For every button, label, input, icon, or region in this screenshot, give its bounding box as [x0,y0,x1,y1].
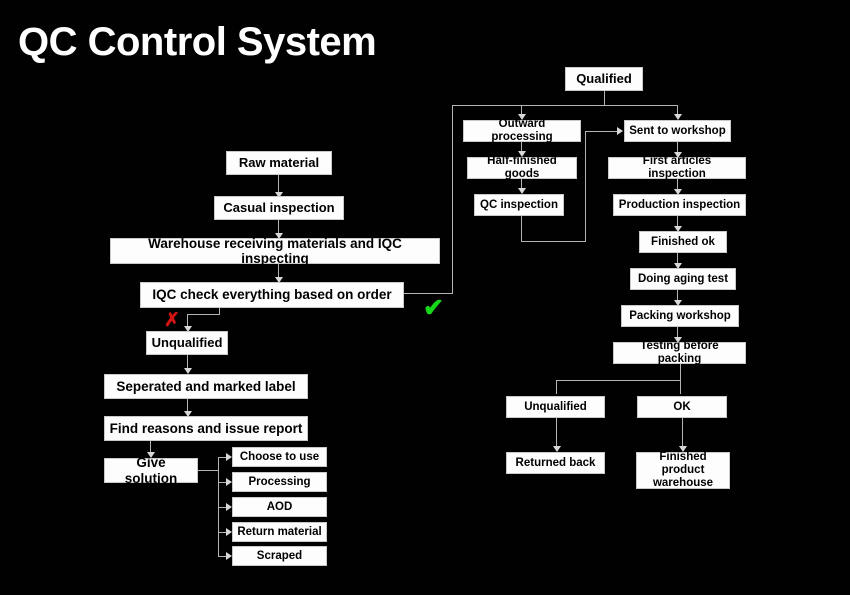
node-qc-inspection[interactable]: QC inspection [474,194,564,216]
arrowhead-unqualified-to-seperated [184,368,192,374]
edge-ok-to-warehouse [682,418,683,450]
arrowhead-warehouse-to-iqc [275,277,283,283]
node-half-finished-goods[interactable]: Half-finished goods [467,155,577,180]
node-unqualified-left[interactable]: Unqualified [146,331,228,355]
arrowhead-unqualified-to-returned [553,446,561,452]
node-qualified[interactable]: Qualified [565,67,643,91]
node-production-inspection[interactable]: Production inspection [613,194,746,216]
edge-givesolution-spine [218,457,219,556]
edge-branch-return-material [218,532,228,533]
node-return-material[interactable]: Return material [232,522,327,542]
arrowhead-firstarticles-to-production [674,189,682,195]
arrowhead-seperated-to-findreasons [184,411,192,417]
node-warehouse-receiving[interactable]: Warehouse receiving materials and IQC in… [110,236,440,266]
node-scraped[interactable]: Scraped [232,546,327,566]
edge-firstarticles-to-production [677,179,678,191]
arrowhead-outward-to-halffinished [518,151,526,157]
arrowhead-halffinished-to-qcinspection [518,188,526,194]
edge-unqualified-to-seperated [187,355,188,371]
edge-outward-to-halffinished [521,142,522,153]
edge-qcinspection-across [521,241,585,242]
arrowhead-workshop-to-firstarticles [674,152,682,158]
green-check-mark: ✔ [423,294,444,322]
red-x-mark: ✗ [164,310,180,331]
node-doing-aging-test[interactable]: Doing aging test [630,268,736,290]
edge-iqc-reject-down [187,314,188,330]
node-casual-inspection[interactable]: Casual inspection [214,196,344,220]
edge-testing-split [556,380,681,381]
edge-finishedok-to-aging [677,253,678,265]
edge-findreasons-to-givesolution [150,441,151,455]
edge-qualified-to-outward [521,105,522,116]
arrowhead-qualified-to-workshop [674,114,682,120]
arrowhead-branch-choose [226,453,232,461]
node-finished-product-warehouse[interactable]: Finished product warehouse [636,451,730,489]
edge-packing-to-testing [677,327,678,339]
arrowhead-packing-to-testing [674,337,682,343]
node-find-reasons[interactable]: Find reasons and issue report [104,416,308,441]
edge-production-to-finishedok [677,216,678,228]
edge-testing-to-unqualified [556,380,557,394]
edge-iqc-accept-across [404,293,453,294]
node-aod[interactable]: AOD [232,497,327,517]
edge-casual-to-warehouse [278,220,279,238]
edge-iqc-accept-up [452,105,453,294]
edge-testing-to-ok [680,380,681,394]
edge-iqc-reject-drop [219,308,220,315]
arrowhead-production-to-finishedok [674,226,682,232]
page-title: QC Control System [18,20,377,64]
arrowhead-branch-scraped [226,552,232,560]
node-ok[interactable]: OK [637,396,727,418]
arrowhead-branch-processing [226,478,232,486]
edge-qcinspection-into-workshop [585,131,620,132]
node-packing-workshop[interactable]: Packing workshop [621,305,739,327]
edge-branch-processing [218,482,228,483]
arrowhead-ok-to-warehouse [679,446,687,452]
node-raw-material[interactable]: Raw material [226,151,332,175]
arrowhead-qcinspection-to-workshop [617,127,623,135]
edge-raw-to-casual [278,175,279,195]
edge-testing-drop [680,364,681,380]
edge-qcinspection-down [521,216,522,242]
edge-iqc-reject-across [187,314,220,315]
arrowhead-finishedok-to-aging [674,263,682,269]
arrowhead-findreasons-to-givesolution [147,452,155,458]
node-seperated-marked-label[interactable]: Seperated and marked label [104,374,308,399]
node-sent-to-workshop[interactable]: Sent to workshop [624,120,731,142]
node-returned-back[interactable]: Returned back [506,452,605,474]
arrowhead-raw-to-casual [275,192,283,198]
node-processing[interactable]: Processing [232,472,327,492]
edge-unqualified-to-returned [556,418,557,450]
edge-qcinspection-up [585,131,586,242]
edge-qualified-to-workshop [677,105,678,116]
arrowhead-aging-to-packing [674,300,682,306]
edge-seperated-to-findreasons [187,399,188,415]
arrowhead-branch-return-material [226,528,232,536]
arrowhead-casual-to-warehouse [275,233,283,239]
arrowhead-iqc-to-unqualified [184,326,192,332]
node-iqc-check[interactable]: IQC check everything based on order [140,282,404,308]
arrowhead-qualified-to-outward [518,114,526,120]
edge-qualified-drop [604,91,605,105]
edge-branch-scraped [218,556,228,557]
edge-halffinished-to-qcinspection [521,179,522,190]
edge-qualified-split [452,105,678,106]
node-finished-ok[interactable]: Finished ok [639,231,727,253]
edge-branch-choose [218,457,228,458]
node-testing-before-packing[interactable]: Testing before packing [613,340,746,365]
node-choose-to-use[interactable]: Choose to use [232,447,327,467]
node-first-articles-inspection[interactable]: First articles inspection [608,155,746,180]
edge-warehouse-to-iqc [278,264,279,283]
arrowhead-branch-aod [226,503,232,511]
edge-branch-aod [218,507,228,508]
node-give-solution[interactable]: Give solution [104,455,198,486]
node-outward-processing[interactable]: Outward processing [463,118,581,143]
edge-aging-to-packing [677,290,678,302]
node-unqualified-right[interactable]: Unqualified [506,396,605,418]
edge-givesolution-stem [198,470,218,471]
edge-workshop-to-firstarticles [677,142,678,153]
